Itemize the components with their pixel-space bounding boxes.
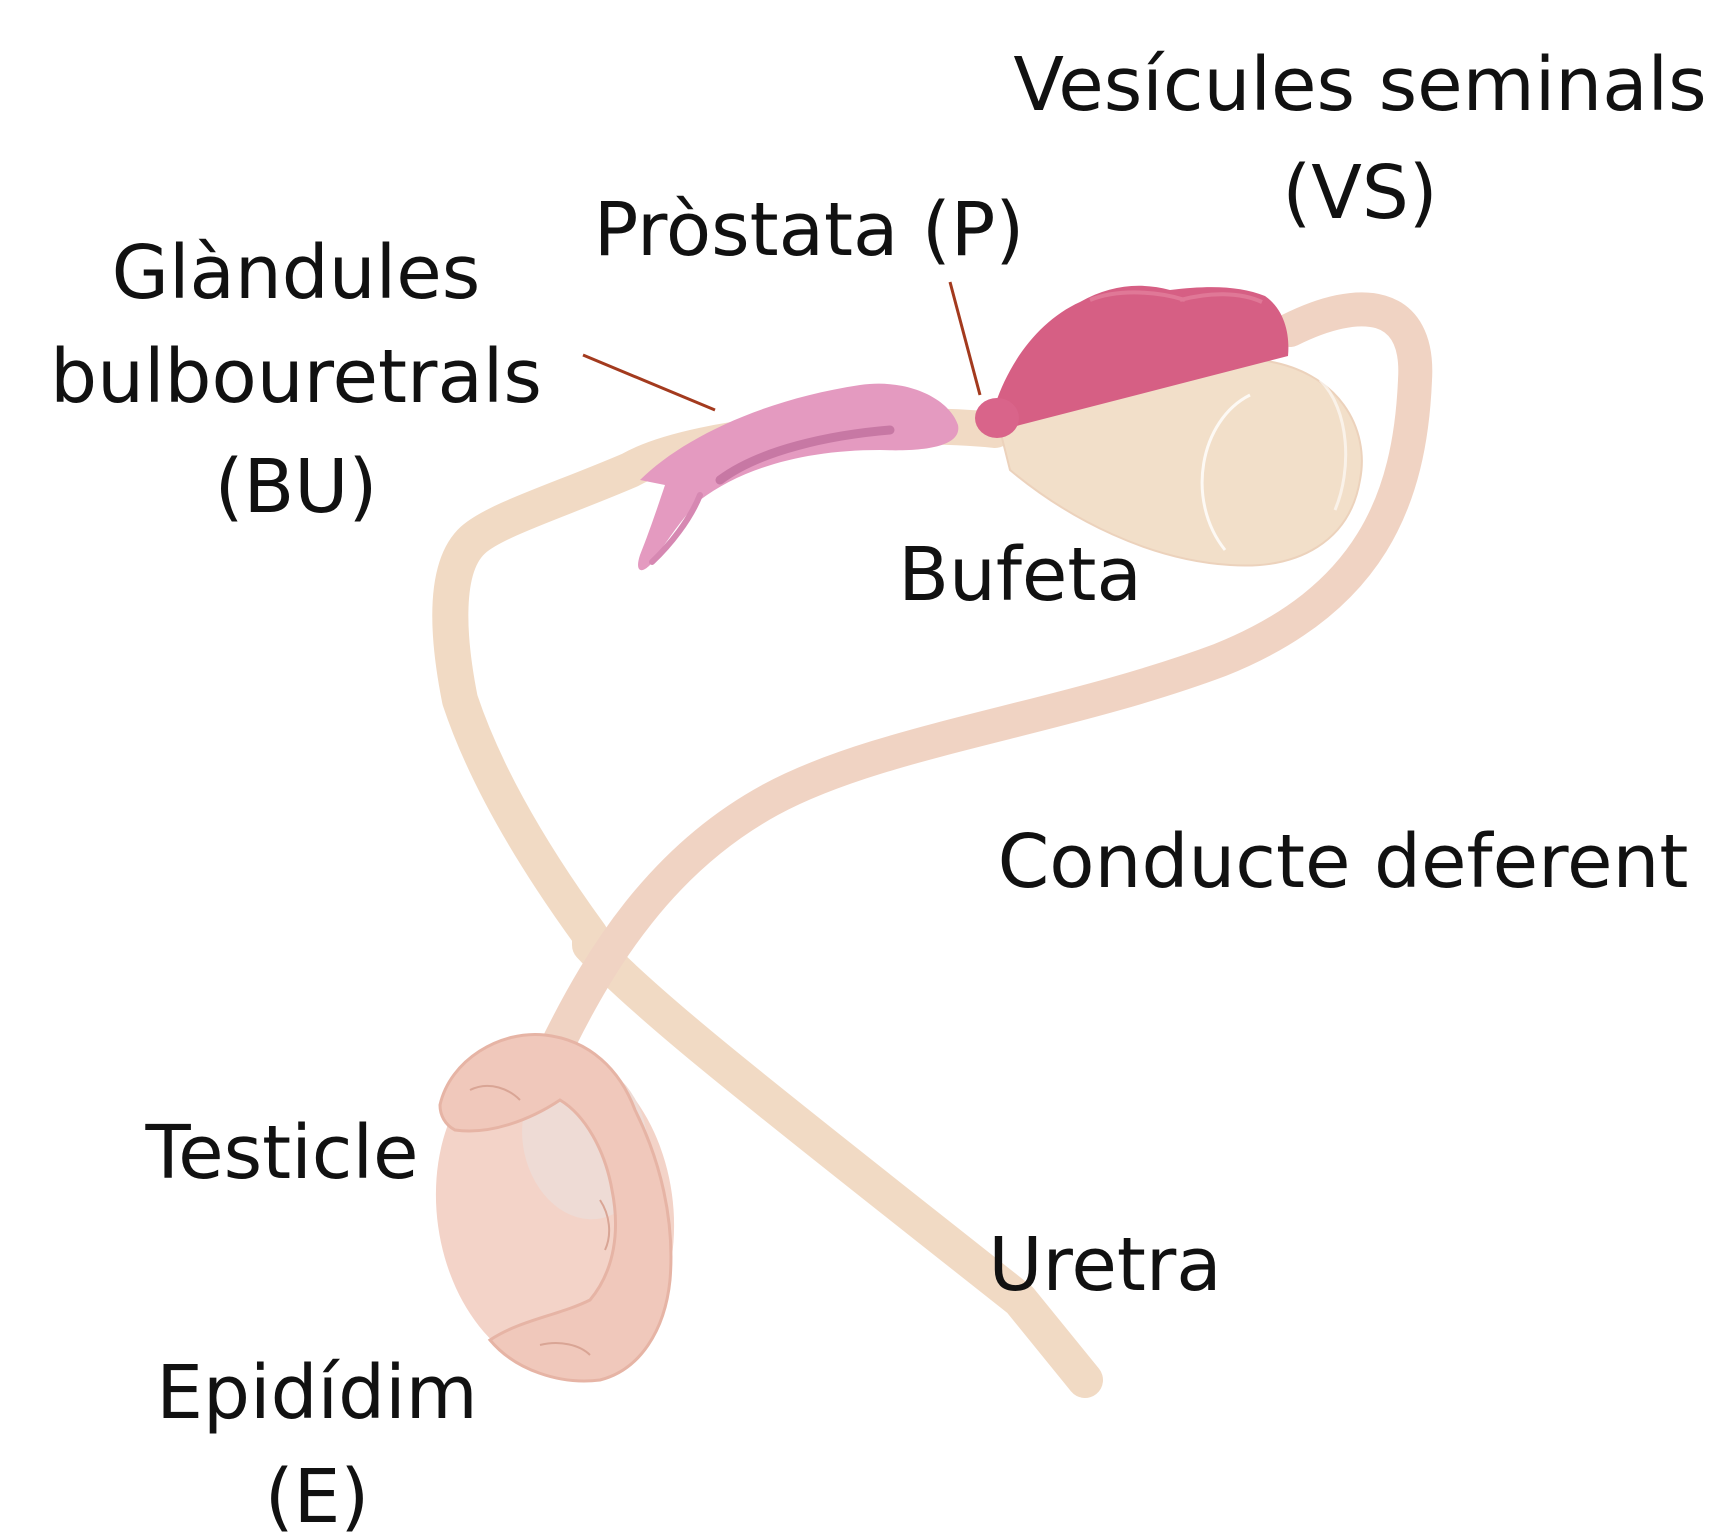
label-bufeta: Bufeta xyxy=(898,532,1142,618)
prostate xyxy=(975,398,1019,438)
label-prostata: Pròstata (P) xyxy=(594,187,1025,273)
label-vesicules-line1: Vesícules seminals xyxy=(1013,42,1706,128)
label-epididim-line2: (E) xyxy=(265,1454,370,1533)
label-conducte-deferent: Conducte deferent xyxy=(998,819,1689,905)
label-uretra: Uretra xyxy=(988,1222,1221,1308)
label-epididim-line1: Epidídim xyxy=(156,1350,477,1436)
label-vesicules-line2: (VS) xyxy=(1282,150,1437,236)
label-glandules-line3: (BU) xyxy=(215,444,378,530)
leader-line-prostata xyxy=(950,282,980,395)
label-glandules-line1: Glàndules xyxy=(112,230,481,316)
label-glandules-line2: bulbouretrals xyxy=(50,334,542,420)
leader-line-bulbouretrals xyxy=(583,355,715,410)
label-testicle: Testicle xyxy=(144,1110,418,1196)
